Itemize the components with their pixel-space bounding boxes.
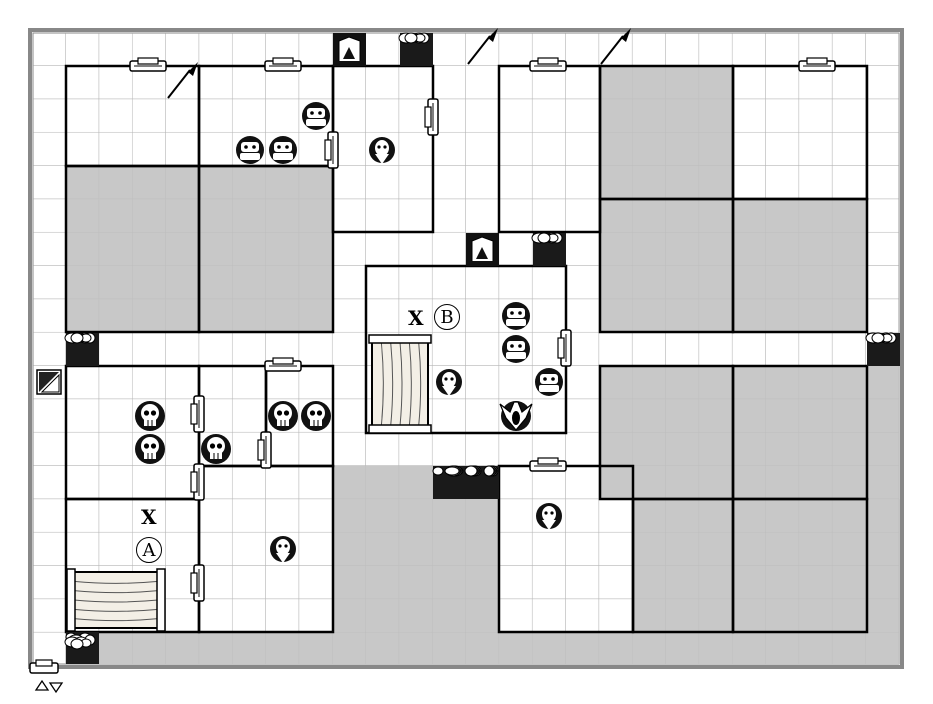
chaos-warrior-icon[interactable] <box>499 401 533 431</box>
skeleton-icon[interactable] <box>301 401 331 431</box>
marker-x-lower: X <box>141 505 157 529</box>
entry-door-icon[interactable] <box>29 659 59 674</box>
spear-traps <box>167 28 631 99</box>
goblin-icon[interactable] <box>436 369 462 396</box>
spear-icon <box>467 28 498 65</box>
door-icon[interactable] <box>190 564 205 602</box>
marker-b: B <box>434 304 460 330</box>
door-icon[interactable] <box>257 431 272 469</box>
spear-icon <box>167 62 198 99</box>
rubble-icon <box>64 332 99 366</box>
goblin-icon[interactable] <box>270 536 296 563</box>
orc-icon[interactable] <box>269 136 297 164</box>
door-icon[interactable] <box>424 98 439 136</box>
rubble-icon <box>432 465 499 499</box>
stairs-icon[interactable] <box>36 369 62 395</box>
door-icon[interactable] <box>557 329 572 367</box>
orc-icon[interactable] <box>502 302 530 330</box>
entry-arrows-icon <box>34 679 64 694</box>
marker-x-upper: X <box>408 306 424 330</box>
gate-icon <box>466 233 499 266</box>
orc-icon[interactable] <box>502 335 530 363</box>
rubble-icon <box>64 632 99 664</box>
gate-icon <box>333 33 366 66</box>
rubble-icon <box>865 332 900 366</box>
orc-icon[interactable] <box>302 102 330 130</box>
marker-a: A <box>136 537 162 563</box>
door-icon[interactable] <box>190 463 205 501</box>
door-icon[interactable] <box>129 57 167 72</box>
rubble-blocks <box>64 32 900 664</box>
door-icon[interactable] <box>190 395 205 433</box>
door-icon[interactable] <box>529 457 567 472</box>
skeleton-icon[interactable] <box>201 434 231 464</box>
goblin-icon[interactable] <box>536 503 562 530</box>
rubble-icon <box>531 232 566 266</box>
orc-icon[interactable] <box>236 136 264 164</box>
skeleton-icon[interactable] <box>268 401 298 431</box>
spear-icon <box>600 28 631 65</box>
door-icon[interactable] <box>798 57 836 72</box>
skeleton-icon[interactable] <box>135 434 165 464</box>
tables <box>66 334 432 632</box>
door-icon[interactable] <box>264 357 302 372</box>
door-icon[interactable] <box>529 57 567 72</box>
table-icon[interactable] <box>66 568 166 632</box>
door-icon[interactable] <box>324 131 339 169</box>
doors <box>129 57 836 602</box>
skeleton-icon[interactable] <box>135 401 165 431</box>
orc-icon[interactable] <box>535 368 563 396</box>
door-icon[interactable] <box>264 57 302 72</box>
monsters <box>135 102 563 563</box>
rubble-icon <box>398 32 433 66</box>
table-icon[interactable] <box>368 334 432 434</box>
goblin-icon[interactable] <box>369 137 395 164</box>
